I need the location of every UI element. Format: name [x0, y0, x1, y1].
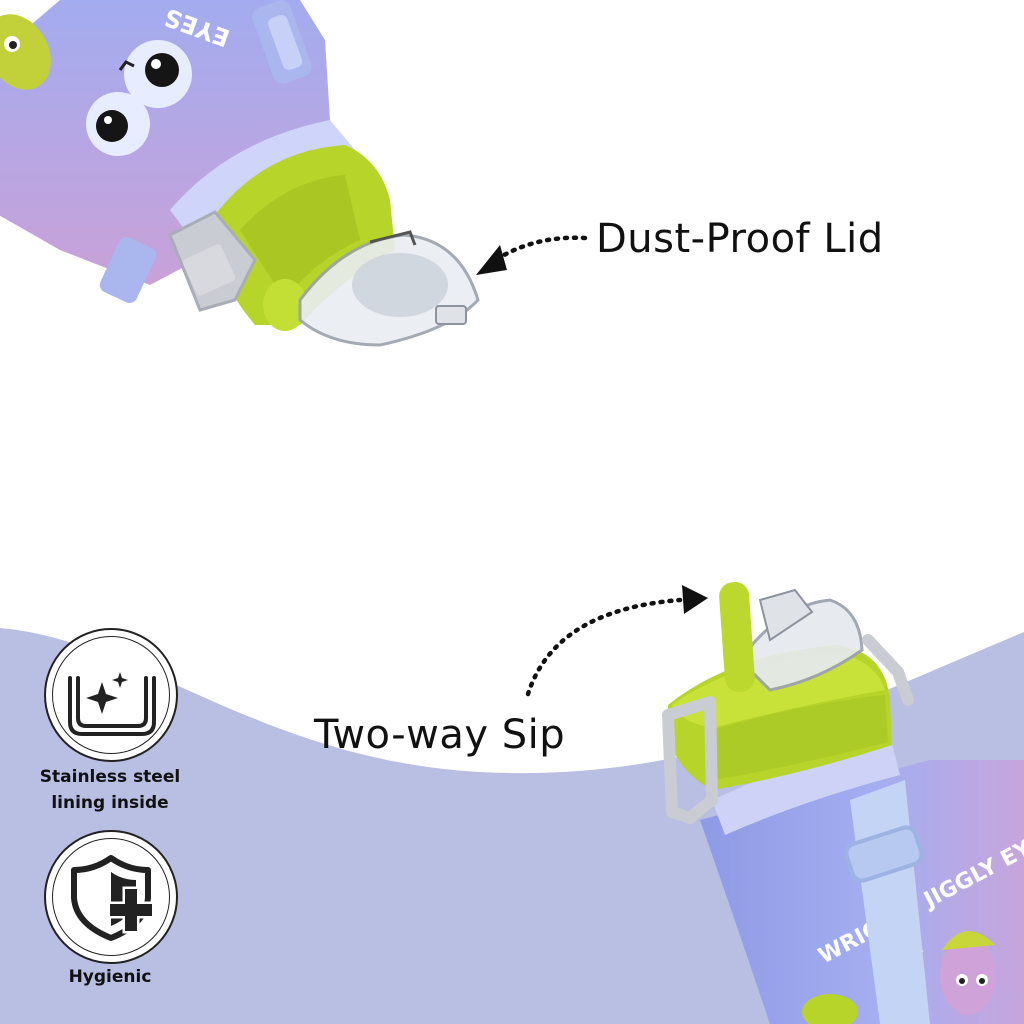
stainless-steel-label-line1: Stainless steel [39, 767, 181, 787]
top-bottle-image: EYES [0, 0, 480, 347]
two-way-sip-label: Two-way Sip [314, 712, 566, 758]
stainless-steel-label: Stainless steel lining inside [20, 764, 200, 816]
sip-arrow [525, 597, 683, 697]
hygienic-label: Hygienic [68, 967, 152, 987]
bottom-bottle-image: WRIGGLY JIGGLY EYES Y [662, 582, 1024, 1024]
dust-proof-lid-label: Dust-Proof Lid [596, 216, 884, 262]
stainless-steel-label-line2: lining inside [51, 793, 169, 813]
stainless-steel-container-icon [68, 672, 156, 736]
stainless-steel-badge [44, 628, 178, 762]
sip-arrowhead [682, 585, 708, 614]
shield-plus-icon [71, 855, 155, 941]
hygienic-badge [44, 830, 178, 964]
lid-arrowhead [476, 245, 507, 275]
